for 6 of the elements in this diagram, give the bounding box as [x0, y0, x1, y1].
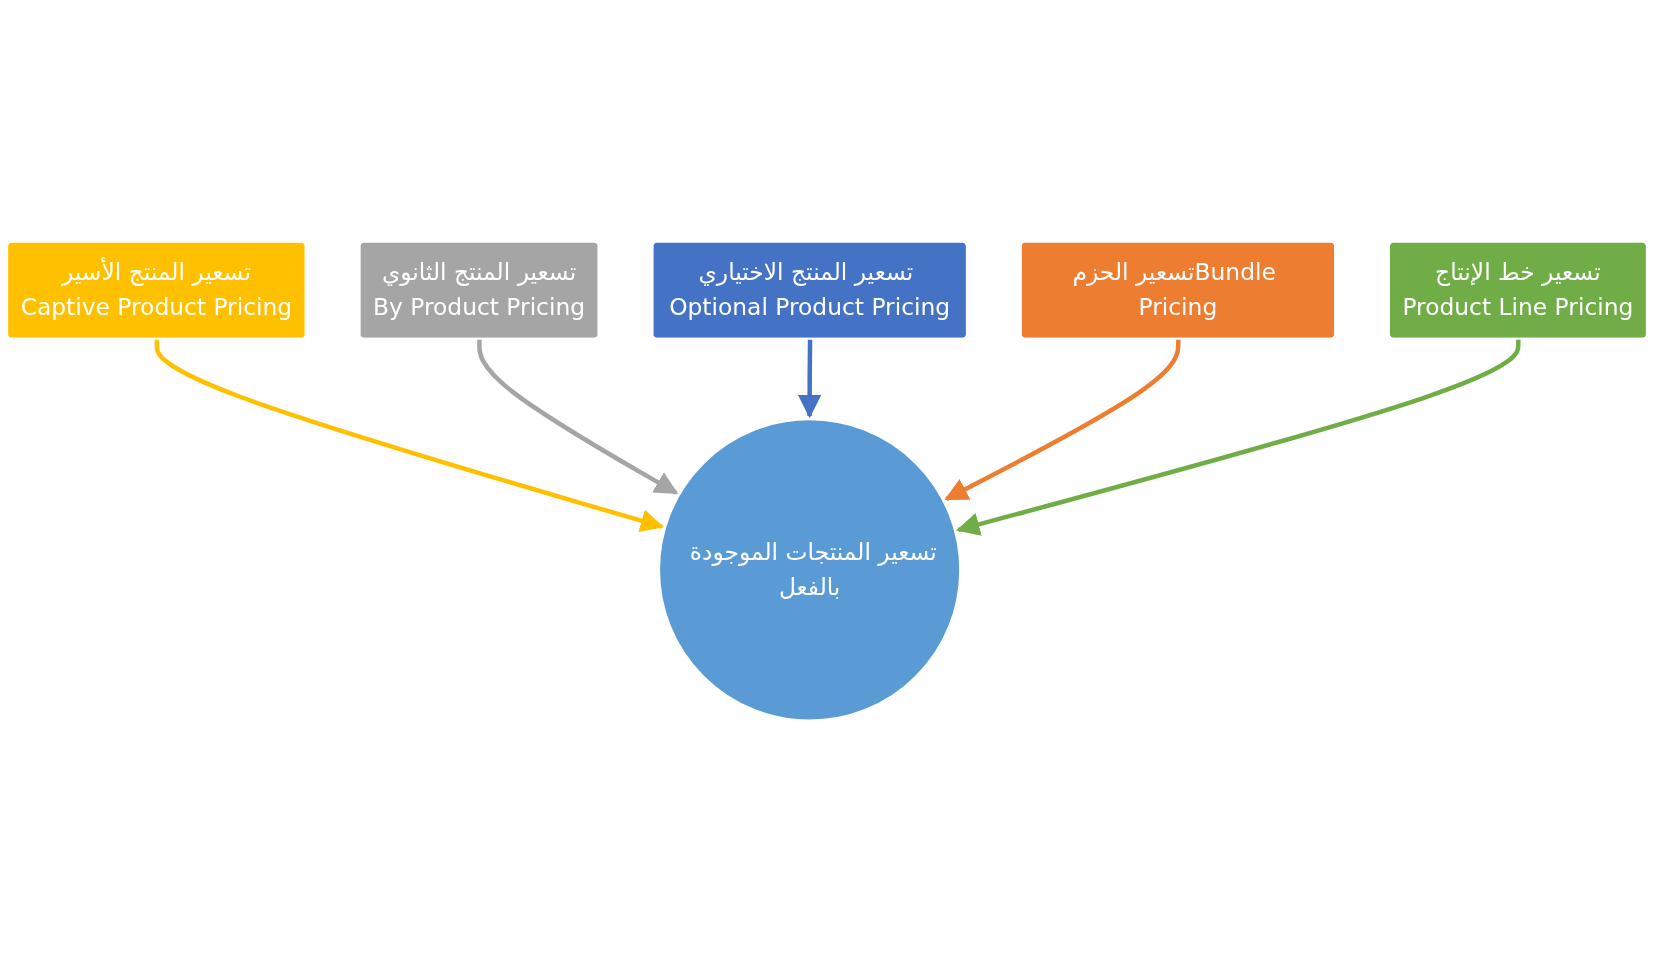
arrow — [477, 339, 679, 495]
arrow — [944, 339, 1181, 502]
arrow — [797, 339, 822, 419]
node-circle: تسعير المنتجات الموجودة بالفعل — [658, 418, 961, 722]
arrow — [154, 339, 664, 533]
arrow — [956, 339, 1521, 536]
